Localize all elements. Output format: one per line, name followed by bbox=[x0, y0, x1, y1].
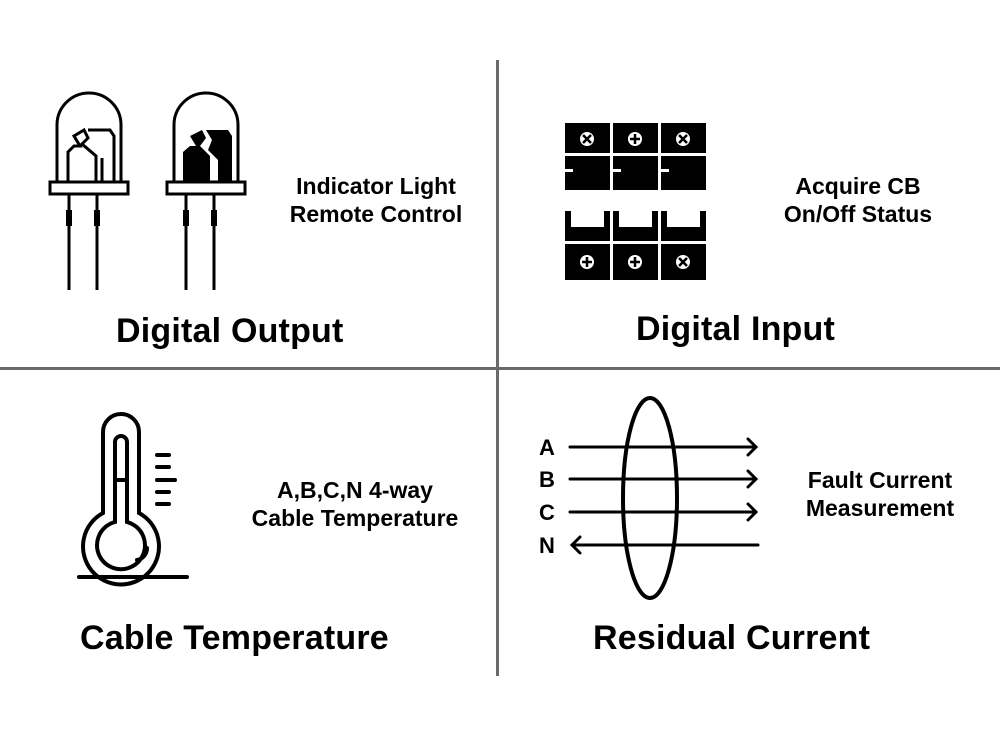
led-off-icon bbox=[48, 91, 130, 290]
circuit-breaker-icon bbox=[565, 123, 706, 280]
digital-input-title: Digital Input bbox=[636, 310, 836, 348]
phase-label: B bbox=[539, 467, 555, 492]
digital-input-description: Acquire CB On/Off Status bbox=[748, 172, 968, 228]
phase-c-arrow bbox=[568, 502, 759, 522]
current-transformer-icon: A B C N bbox=[539, 396, 760, 600]
phase-a-arrow bbox=[568, 437, 759, 457]
description-line: A,B,C,N 4-way bbox=[277, 477, 433, 503]
digital-output-description: Indicator Light Remote Control bbox=[266, 172, 486, 228]
digital-output-title: Digital Output bbox=[116, 312, 344, 350]
ct-ring bbox=[621, 396, 679, 600]
led-icon bbox=[48, 91, 247, 290]
phase-label: A bbox=[539, 435, 555, 460]
horizontal-divider bbox=[0, 367, 1000, 370]
cable-temperature-description: A,B,C,N 4-way Cable Temperature bbox=[220, 476, 490, 532]
phase-label: N bbox=[539, 533, 555, 558]
description-line: Acquire CB bbox=[795, 173, 921, 199]
phase-label: C bbox=[539, 500, 555, 525]
phase-n-arrow bbox=[569, 535, 760, 555]
description-line: On/Off Status bbox=[783, 201, 933, 227]
description-line: Remote Control bbox=[289, 201, 463, 227]
thermometer-icon bbox=[77, 412, 189, 587]
description-line: Fault Current bbox=[807, 467, 953, 493]
residual-current-title: Residual Current bbox=[593, 619, 871, 657]
cable-temperature-title: Cable Temperature bbox=[80, 619, 389, 657]
led-on-icon bbox=[165, 91, 247, 290]
description-line: Cable Temperature bbox=[251, 505, 459, 531]
description-line: Indicator Light bbox=[296, 173, 456, 199]
description-line: Measurement bbox=[805, 495, 955, 521]
residual-current-description: Fault Current Measurement bbox=[770, 466, 990, 522]
phase-b-arrow bbox=[568, 469, 759, 489]
